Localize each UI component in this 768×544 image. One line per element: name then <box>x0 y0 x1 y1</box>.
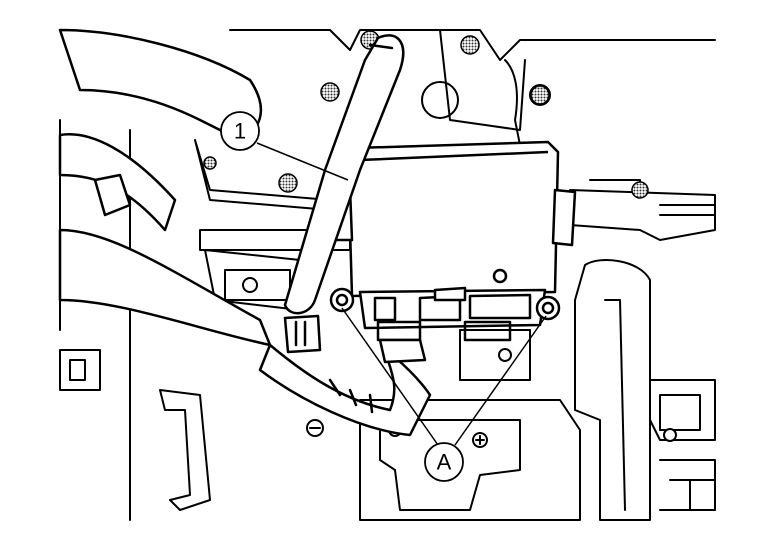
control-module <box>328 140 577 342</box>
background-structure <box>59 29 716 521</box>
leader-callout-a-right <box>454 315 547 446</box>
callout-1: 1 <box>220 111 260 151</box>
leader-lines <box>256 142 547 446</box>
callout-a-label: A <box>437 450 452 475</box>
callout-1-label: 1 <box>234 119 246 144</box>
callout-a: A <box>424 442 464 482</box>
leader-callout-1 <box>256 142 349 181</box>
wire-harness <box>58 28 432 437</box>
leader-callout-a-left <box>341 307 439 446</box>
dotted-fasteners <box>203 30 649 199</box>
